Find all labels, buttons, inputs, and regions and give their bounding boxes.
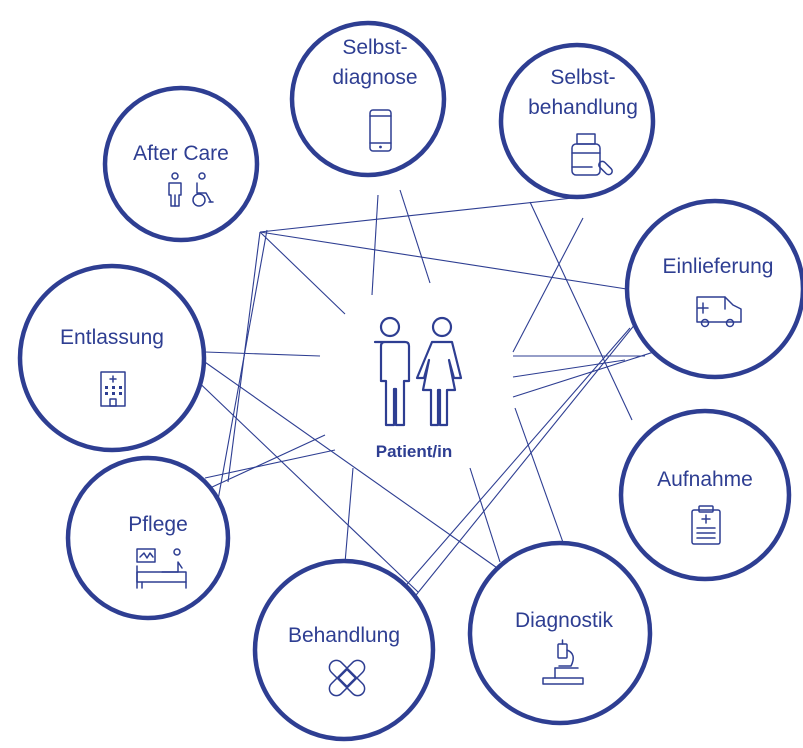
node-label-line1: Selbst- [342,36,407,59]
ambulance-icon [696,296,742,328]
node-label-line2: behandlung [528,96,638,119]
connection-line [512,359,626,378]
connection-lines [187,189,661,606]
patient-couple-icon [373,316,463,427]
node-circle [102,85,260,243]
connection-line [259,231,634,291]
node-circle [618,408,792,582]
clipboard-icon [691,505,721,545]
medicine-bottle-icon [571,133,613,176]
center-label: Patient/in [376,442,453,461]
connection-line [187,371,419,593]
node-entlassung[interactable]: Entlassung [17,263,207,453]
connection-line [512,217,584,353]
node-circle [498,42,656,200]
node-label: Diagnostik [515,609,614,632]
node-label: Entlassung [60,326,164,349]
microscope-icon [542,639,584,685]
connection-line [201,359,501,571]
connection-line [371,194,379,296]
connection-line [512,349,661,398]
connection-line [401,327,631,591]
smartphone-icon [369,109,392,152]
node-circle [65,455,231,621]
node-label: Einlieferung [663,255,774,278]
connection-line [209,229,268,545]
connection-line [407,317,641,606]
node-label: Pflege [128,513,188,536]
bandage-icon [328,659,366,697]
node-aftercare[interactable]: After Care [102,85,260,243]
connection-line [204,449,336,479]
connection-line [469,467,501,563]
hospital-building-icon [100,371,126,407]
node-label-line1: Selbst- [550,66,615,89]
node-pflege[interactable]: Pflege [65,455,231,621]
node-circle [252,558,436,742]
connection-line [514,407,566,549]
connection-line [204,351,321,357]
node-circle [624,198,803,380]
wheelchair-icon [168,172,214,207]
node-label: After Care [133,142,229,165]
node-aufnahme[interactable]: Aufnahme [618,408,792,582]
hospital-bed-icon [136,548,187,589]
node-diagnostik[interactable]: Diagnostik [467,540,653,726]
node-behandlung[interactable]: Behandlung [252,558,436,742]
node-label-line2: diagnose [332,66,417,89]
connection-line [259,231,346,315]
connection-line [529,201,633,421]
node-label: Behandlung [288,624,400,647]
connection-line [344,467,354,564]
connection-line [259,196,583,233]
node-selbstbehandlung[interactable]: Selbst- behandlung [498,42,656,200]
node-circle [17,263,207,453]
center-patient: Patient/in [373,316,463,461]
node-circle [289,20,447,178]
node-label: Aufnahme [657,468,753,491]
connection-line [399,189,431,284]
node-einlieferung[interactable]: Einlieferung [624,198,803,380]
connection-line [209,434,326,489]
node-selbstdiagnose[interactable]: Selbst- diagnose [289,20,447,178]
node-circle [467,540,653,726]
